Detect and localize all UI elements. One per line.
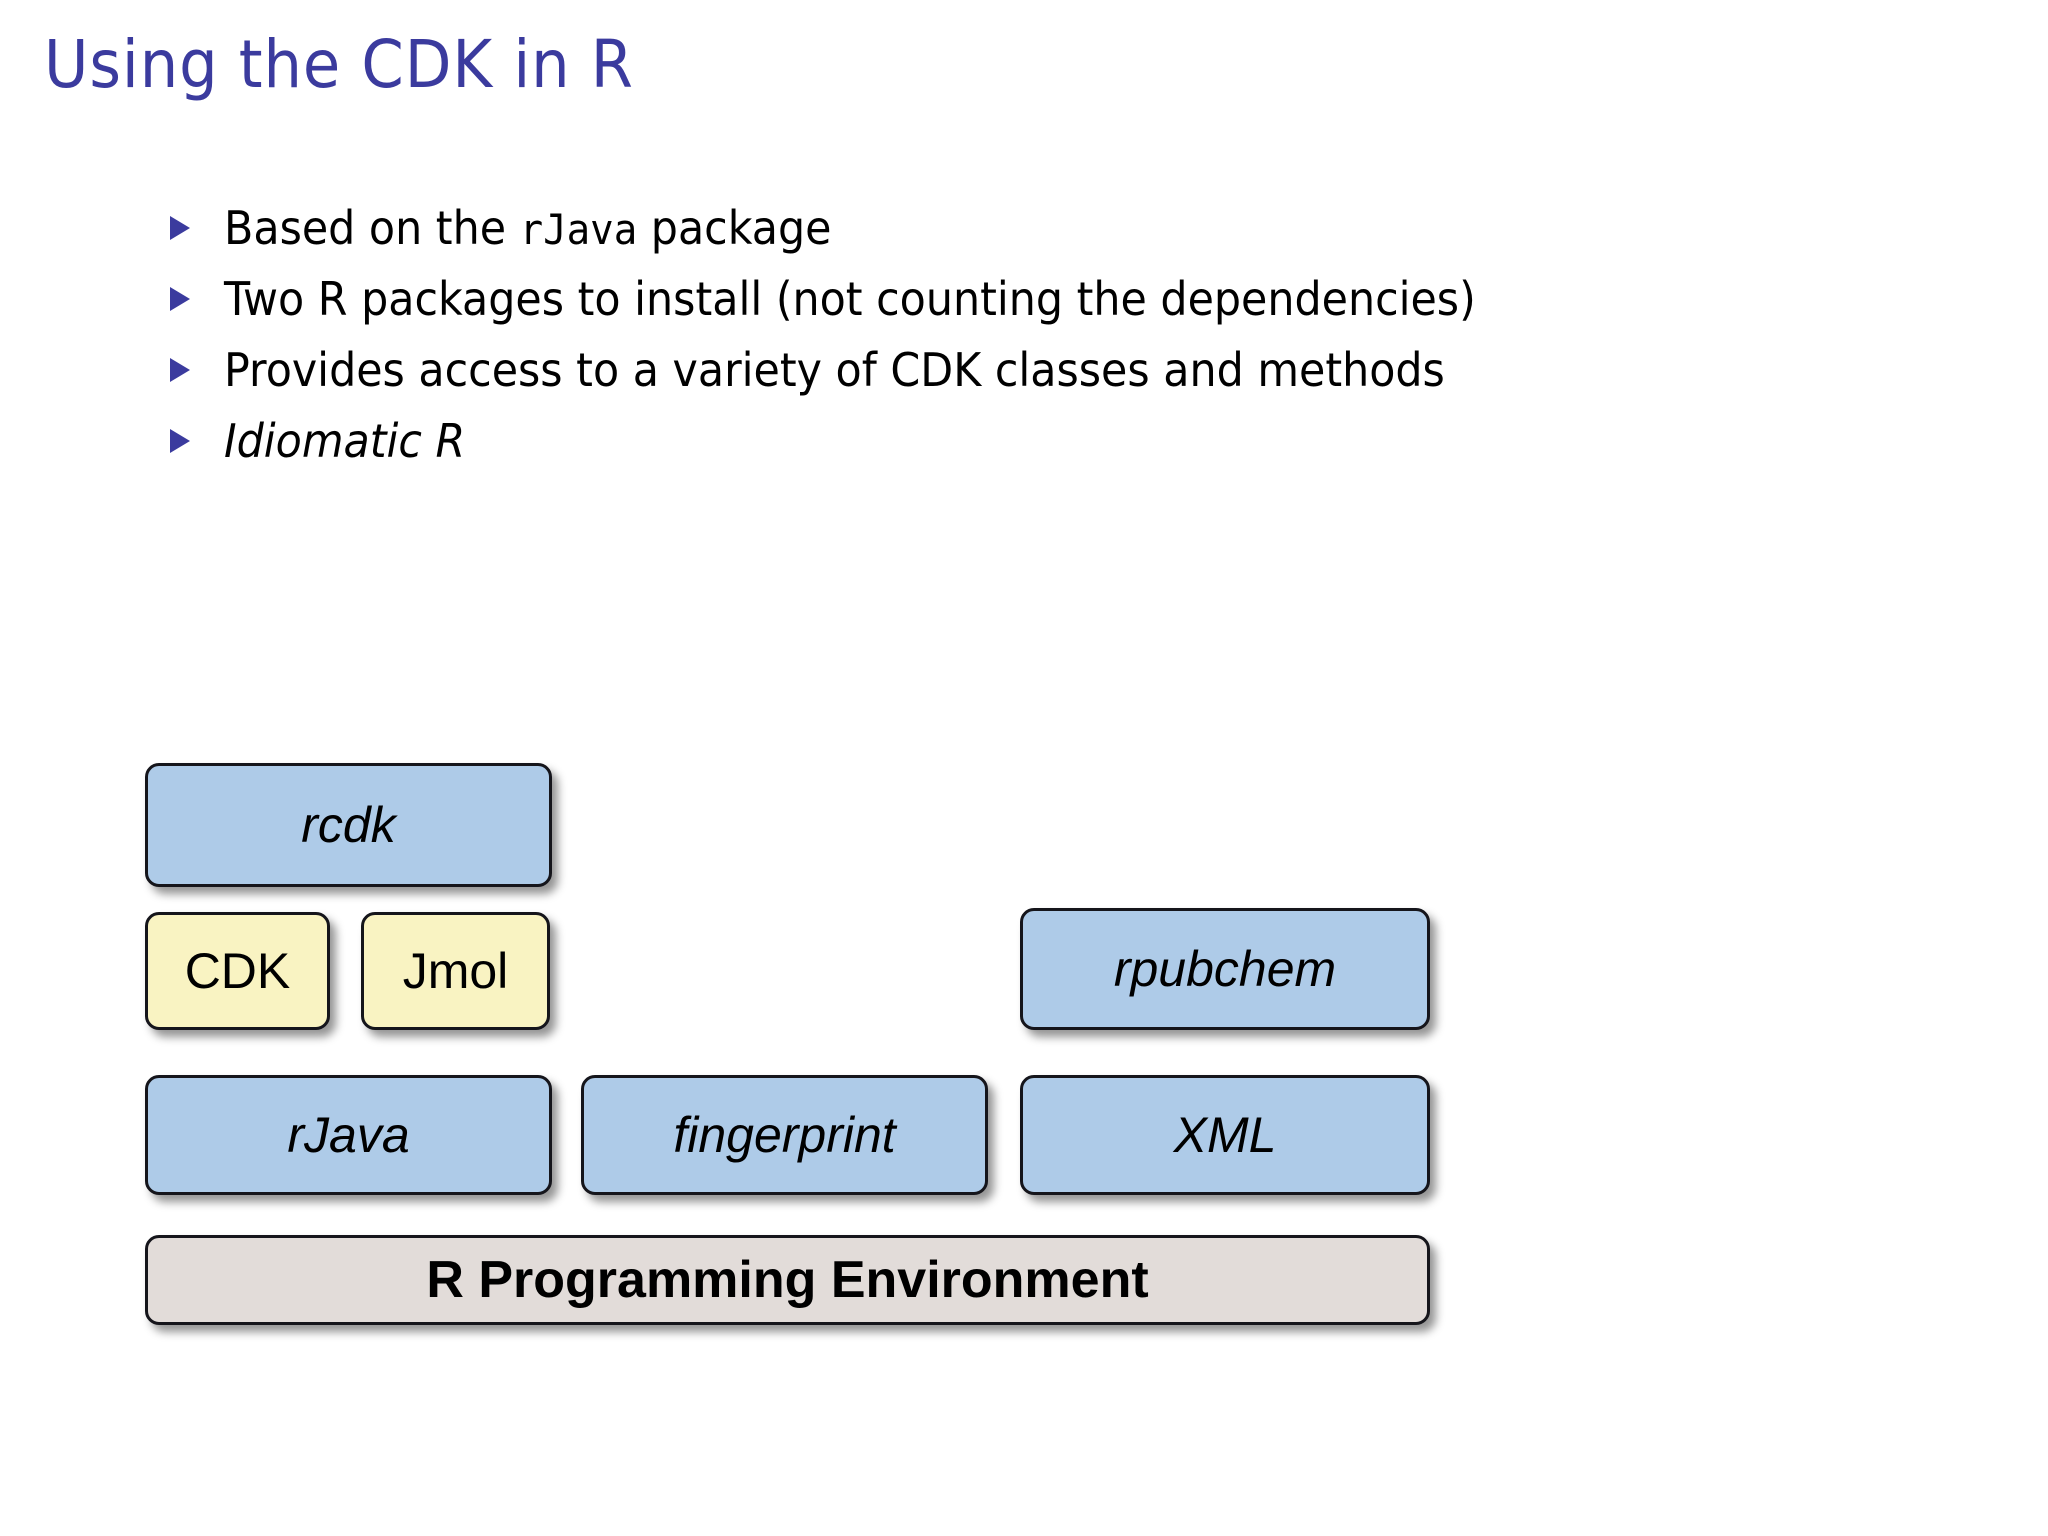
diagram-box-label: CDK [184, 943, 291, 999]
bullet-text: Idiomatic R [224, 413, 466, 468]
bullet-text-post: package [637, 200, 832, 255]
list-item: Two R packages to install (not counting … [170, 263, 1870, 334]
bullet-text: Based on the rJava package [224, 201, 831, 255]
page-title: Using the CDK in R [44, 26, 634, 103]
diagram-box-rpubchem: rpubchem [1020, 908, 1430, 1030]
bullet-text-code: rJava [519, 204, 638, 254]
bullet-list: Based on the rJava package Two R package… [170, 192, 1870, 476]
diagram-box-label: rpubchem [1113, 941, 1337, 997]
diagram-box-label: rJava [287, 1107, 410, 1163]
diagram-box-label: XML [1173, 1107, 1277, 1163]
diagram-box-jmol: Jmol [361, 912, 550, 1030]
diagram-box-label: R Programming Environment [426, 1251, 1149, 1309]
bullet-text: Provides access to a variety of CDK clas… [224, 342, 1445, 397]
triangle-bullet-icon [170, 357, 190, 382]
diagram-box-cdk: CDK [145, 912, 330, 1030]
triangle-bullet-icon [170, 428, 190, 453]
diagram-box-xml: XML [1020, 1075, 1430, 1195]
diagram-box-rcdk: rcdk [145, 763, 552, 887]
bullet-text-pre: Based on the [224, 200, 520, 255]
diagram-box-label: Jmol [402, 943, 509, 999]
bullet-text: Two R packages to install (not counting … [224, 271, 1476, 326]
diagram-box-fingerprint: fingerprint [581, 1075, 988, 1195]
diagram-box-label: fingerprint [673, 1107, 896, 1163]
diagram-box-rjava: rJava [145, 1075, 552, 1195]
diagram-box-r-programming-environment: R Programming Environment [145, 1235, 1430, 1325]
triangle-bullet-icon [170, 215, 190, 240]
diagram-box-label: rcdk [301, 797, 396, 853]
list-item: Based on the rJava package [170, 192, 1870, 263]
list-item: Idiomatic R [170, 405, 1870, 476]
triangle-bullet-icon [170, 286, 190, 311]
list-item: Provides access to a variety of CDK clas… [170, 334, 1870, 405]
